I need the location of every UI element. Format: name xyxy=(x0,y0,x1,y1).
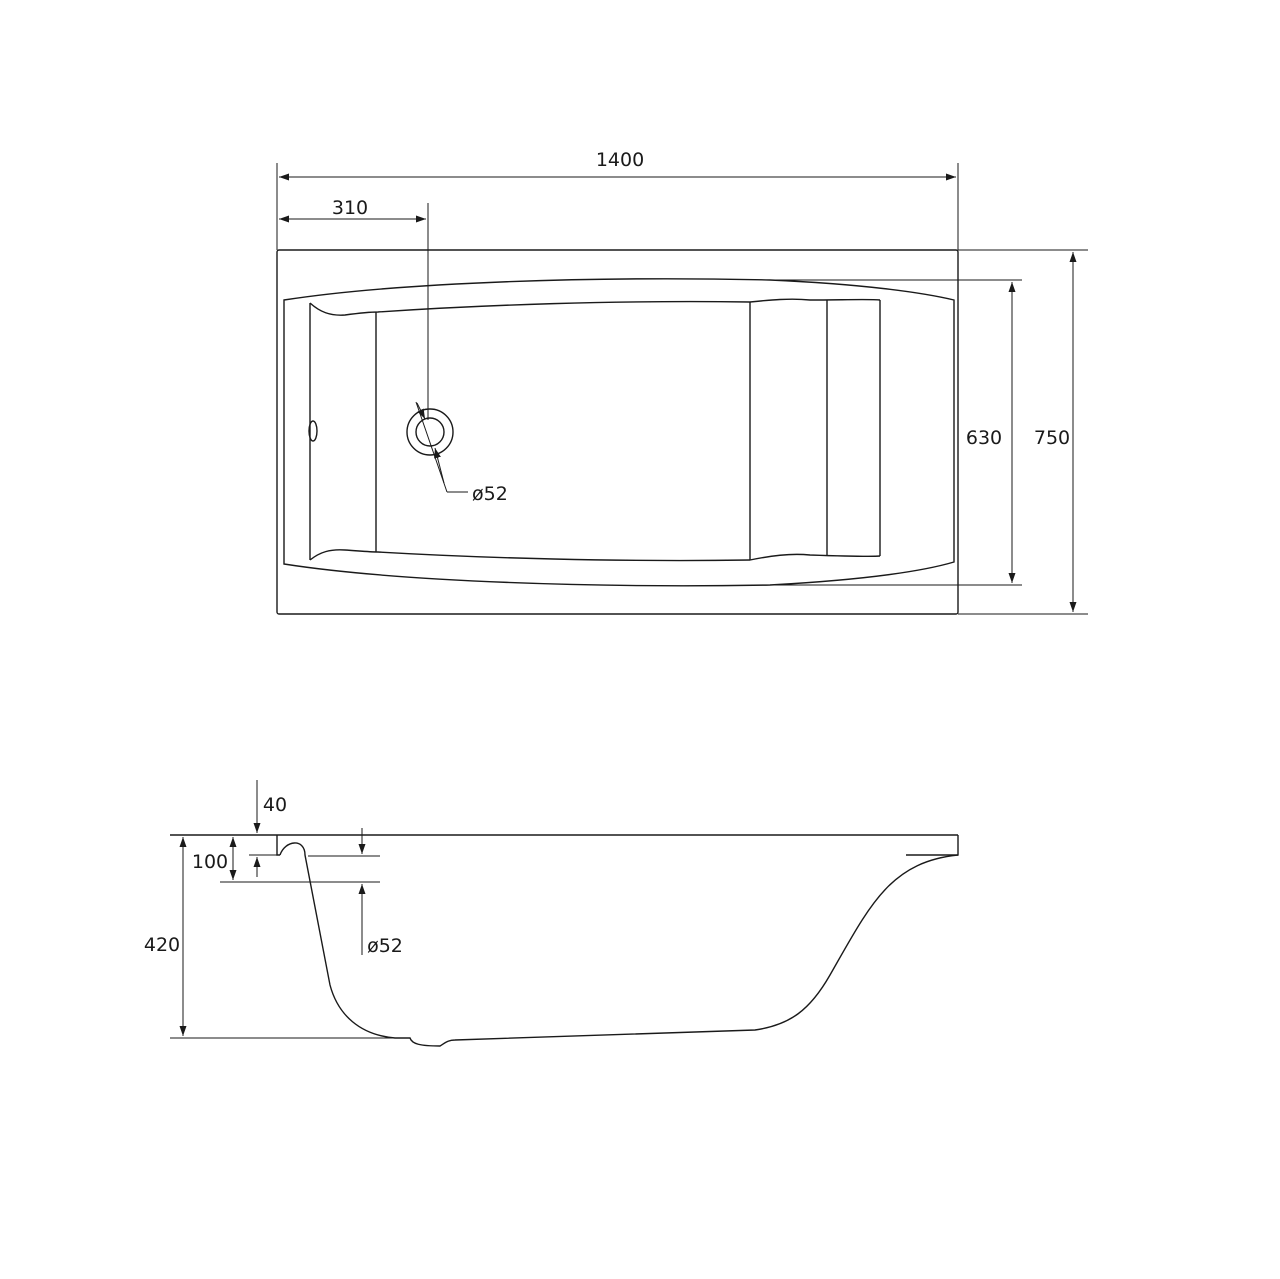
left-lip xyxy=(276,835,280,856)
drain-outer-icon xyxy=(406,408,454,456)
drain-diameter-arrow-b xyxy=(434,447,445,484)
overall-width-label: 750 xyxy=(1034,427,1070,449)
drain-diameter-arrow-a xyxy=(416,402,426,420)
inner-width-label: 630 xyxy=(966,427,1002,449)
overall-length-label: 1400 xyxy=(596,149,644,171)
overall-height-label: 420 xyxy=(144,934,180,956)
drain-offset-label: 310 xyxy=(332,197,368,219)
basin-floor-outline-bottom xyxy=(309,549,881,562)
drain-inner-icon xyxy=(415,417,445,447)
drain-diameter-label: ø52 xyxy=(472,483,508,505)
overflow-diameter-label: ø52 xyxy=(367,935,403,957)
overflow-height-label: 100 xyxy=(192,851,228,873)
side-view: 420 40 100 ø52 xyxy=(144,780,959,1047)
bath-body-profile xyxy=(279,835,959,1047)
top-view: ø52 1400 310 630 750 xyxy=(276,149,1088,615)
inner-bath-outline xyxy=(283,278,955,587)
outer-rim-outline xyxy=(276,249,959,615)
overflow-hole-icon xyxy=(308,420,318,442)
rim-thickness-label: 40 xyxy=(263,794,287,816)
basin-floor-outline xyxy=(309,298,881,316)
